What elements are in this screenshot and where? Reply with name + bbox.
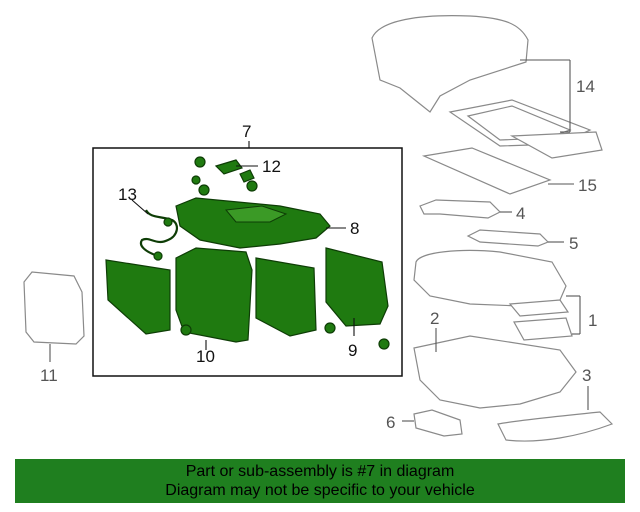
callout-2: 2 — [430, 309, 439, 328]
part-11-pad[interactable] — [23, 271, 85, 345]
leader-13 — [131, 199, 149, 215]
callout-8: 8 — [350, 219, 359, 238]
banner-line-1: Part or sub-assembly is #7 in diagram — [185, 463, 455, 480]
callout-1: 1 — [588, 311, 597, 330]
part-7-right-panel[interactable] — [255, 257, 336, 337]
part-12-fasteners[interactable] — [191, 156, 258, 196]
part-8-upper-frame[interactable] — [175, 197, 331, 249]
callout-7: 7 — [242, 122, 251, 141]
part-13-wire-harness[interactable] — [139, 209, 178, 261]
part-1-seat-cushion[interactable] — [413, 249, 573, 341]
part-7-left-panel[interactable] — [105, 259, 171, 335]
callout-11: 11 — [40, 366, 58, 385]
callout-9: 9 — [348, 341, 357, 360]
part-2-seat-frame[interactable] — [413, 335, 577, 409]
callout-4: 4 — [516, 204, 525, 223]
part-15-cushion-pad[interactable] — [421, 147, 552, 195]
part-6-bracket[interactable] — [413, 409, 463, 437]
callout-15: 15 — [578, 176, 597, 195]
part-9-rear-panel[interactable] — [325, 247, 390, 350]
callout-6: 6 — [386, 413, 395, 432]
callout-3: 3 — [582, 366, 591, 385]
part-7-sub-assembly[interactable] — [105, 156, 390, 350]
exploded-seat-diagram: 14 15 4 5 1 2 — [23, 15, 614, 442]
sub-assembly-7-box — [92, 147, 403, 377]
callout-12: 12 — [262, 157, 281, 176]
part-5-bracket[interactable] — [466, 229, 550, 247]
callout-10: 10 — [196, 347, 215, 366]
part-10-center-frame[interactable] — [175, 247, 253, 343]
callout-5: 5 — [569, 234, 578, 253]
banner-line-2: Diagram may not be specific to your vehi… — [165, 482, 475, 499]
info-banner: Part or sub-assembly is #7 in diagram Di… — [15, 459, 625, 503]
callout-14: 14 — [576, 77, 595, 96]
part-3-cable[interactable] — [497, 411, 614, 442]
part-4-bracket[interactable] — [419, 199, 502, 219]
callout-13: 13 — [118, 185, 137, 204]
part-14-seat-cover[interactable] — [371, 15, 603, 159]
